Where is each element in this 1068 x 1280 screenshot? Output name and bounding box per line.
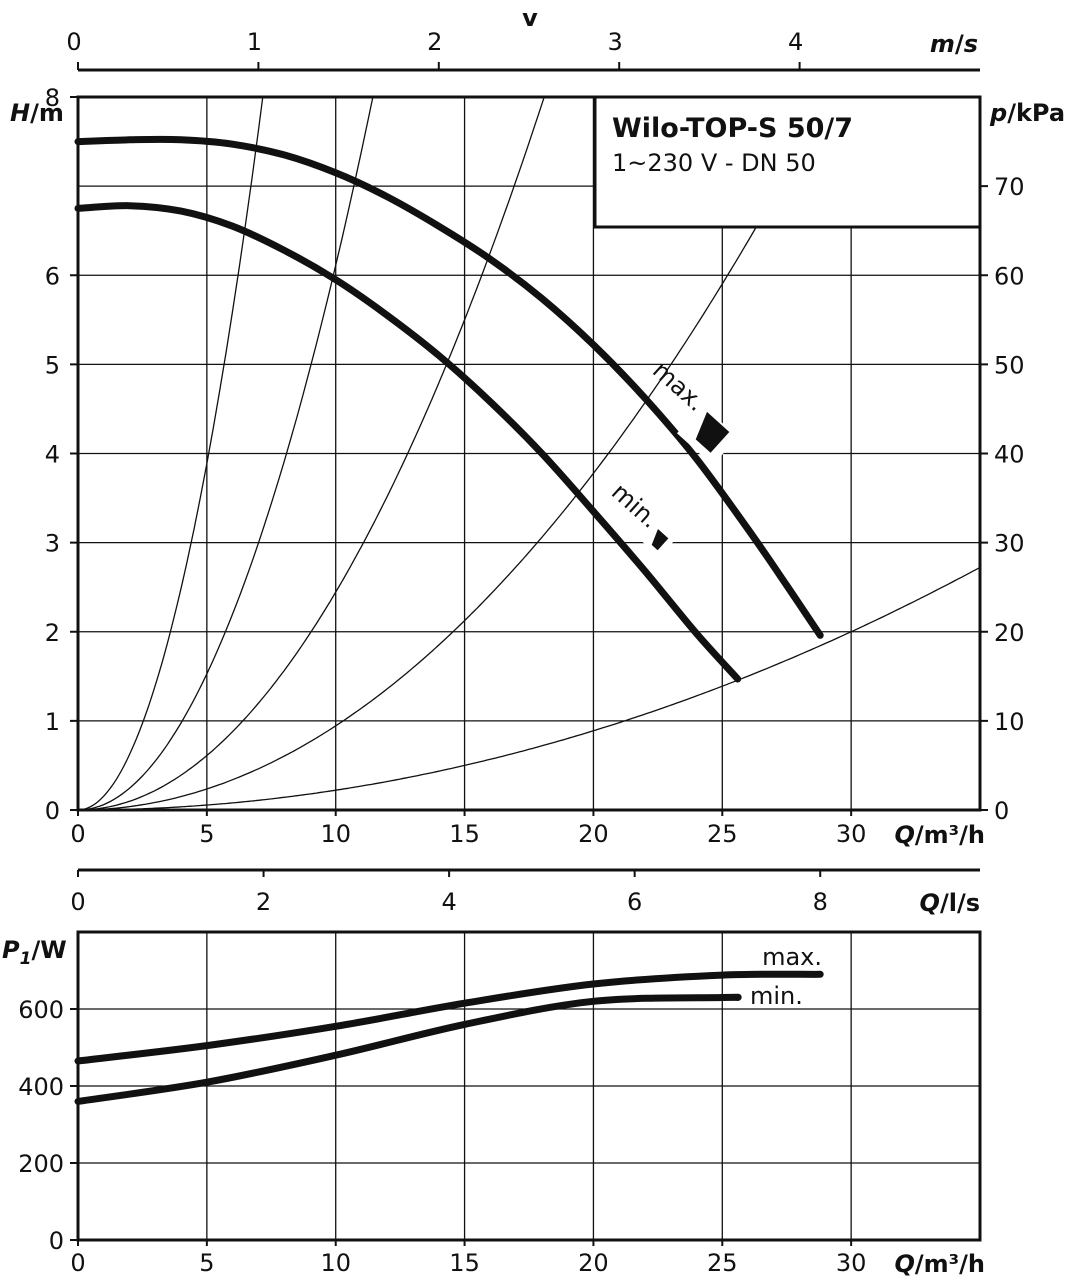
- system-curve: [78, 97, 545, 810]
- y2-tick-label: 60: [994, 262, 1025, 290]
- marker-max: [695, 411, 730, 453]
- y-tick-label: 2: [45, 619, 60, 647]
- velocity-tick-label: 0: [66, 28, 81, 56]
- y2-tick-label: 20: [994, 619, 1025, 647]
- marker-min-group: min.: [606, 478, 676, 558]
- y-tick-label: 0: [45, 797, 60, 825]
- x-tick-label: 25: [707, 820, 738, 848]
- x-tick-label: 10: [320, 820, 351, 848]
- chart-subtitle: 1~230 V - DN 50: [612, 149, 816, 177]
- x-tick-label: 20: [578, 1249, 609, 1277]
- y-tick-label: 4: [45, 441, 60, 469]
- y2-axis-label: p/kPa: [989, 99, 1065, 127]
- y-tick-label: 400: [18, 1073, 64, 1101]
- chart-title: Wilo-TOP-S 50/7: [612, 113, 853, 144]
- x-tick-label: 10: [320, 1249, 351, 1277]
- power-curve-max: [74, 970, 824, 1065]
- flow-ls-tick-label: 0: [70, 888, 85, 916]
- x-tick-label: 5: [199, 1249, 214, 1277]
- x-tick-label: 25: [707, 1249, 738, 1277]
- y-tick-label: 3: [45, 530, 60, 558]
- marker-min: [651, 528, 669, 551]
- velocity-tick-label: 3: [608, 28, 623, 56]
- y-tick-label: 1: [45, 708, 60, 736]
- y-axis-label: H/m: [10, 99, 64, 127]
- system-curve: [78, 566, 980, 810]
- y2-tick-label: 70: [994, 173, 1025, 201]
- y-tick-label: 6: [45, 262, 60, 290]
- x-tick-label: 0: [70, 1249, 85, 1277]
- x-tick-label: 0: [70, 820, 85, 848]
- y2-tick-label: 40: [994, 441, 1025, 469]
- y2-tick-label: 30: [994, 530, 1025, 558]
- flow-ls-tick-label: 8: [813, 888, 828, 916]
- flow-ls-tick-label: 6: [627, 888, 642, 916]
- velocity-axis-unit: m/s: [930, 30, 978, 58]
- y-tick-label: 600: [18, 996, 64, 1024]
- flow-ls-tick-label: 4: [441, 888, 456, 916]
- y2-tick-label: 50: [994, 351, 1025, 379]
- flow-ls-tick-label: 2: [256, 888, 271, 916]
- pump-curve-min: [74, 202, 742, 683]
- x-tick-label: 30: [836, 820, 867, 848]
- power-curve-min: [74, 993, 742, 1105]
- velocity-tick-label: 2: [427, 28, 442, 56]
- system-curve: [78, 97, 374, 810]
- title-box: [593, 95, 982, 229]
- power-curve-label: max.: [762, 943, 822, 971]
- x-tick-label: 5: [199, 820, 214, 848]
- x-tick-label: 15: [449, 820, 480, 848]
- y-tick-label: 5: [45, 351, 60, 379]
- y-tick-label: 8: [45, 84, 60, 112]
- velocity-axis-symbol: v: [522, 4, 538, 32]
- pump-curve-max: [74, 135, 824, 639]
- flow-ls-axis-label: Q/l/s: [920, 889, 980, 917]
- x-axis-label: Q/m³/h: [894, 1250, 985, 1278]
- power-curve-label: min.: [750, 982, 803, 1010]
- system-curve: [78, 97, 829, 810]
- y-tick-label: 200: [18, 1150, 64, 1178]
- system-curve: [78, 97, 264, 810]
- x-tick-label: 20: [578, 820, 609, 848]
- velocity-tick-label: 4: [788, 28, 803, 56]
- power-axis-label: P1/W: [2, 936, 67, 969]
- x-tick-label: 30: [836, 1249, 867, 1277]
- y2-tick-label: 10: [994, 708, 1025, 736]
- x-tick-label: 15: [449, 1249, 480, 1277]
- x-axis-label: Q/m³/h: [894, 821, 985, 849]
- y-tick-label: 0: [49, 1227, 64, 1255]
- velocity-tick-label: 1: [247, 28, 262, 56]
- y2-tick-label: 0: [994, 797, 1009, 825]
